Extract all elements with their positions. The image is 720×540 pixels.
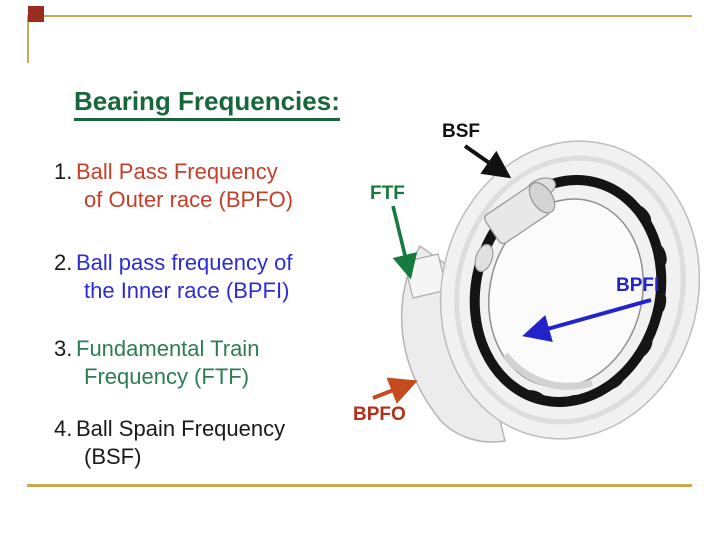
list-line: of Outer race (BPFO) (84, 187, 294, 212)
bpfo-arrow (372, 377, 418, 404)
corner-square-decor (28, 6, 44, 22)
list-number: 1. (54, 159, 73, 184)
top-rule (27, 15, 692, 17)
list-line: (BSF) (84, 444, 142, 469)
bsf-label: BSF (442, 121, 480, 142)
list-item-bsf: 4. Ball Spain Frequency (BSF) (54, 415, 285, 471)
bpfi-arrow (522, 298, 652, 343)
ftf-arrow (391, 205, 418, 280)
bearing-roller-cylinder (484, 181, 556, 245)
list-line: Frequency (FTF) (84, 364, 250, 389)
list-line: Ball pass frequency of (76, 250, 293, 275)
bpfo-label: BPFO (353, 404, 406, 425)
list-line: the Inner race (BPFI) (84, 278, 290, 303)
bsf-arrow (463, 144, 512, 179)
list-line: Ball Pass Frequency (76, 159, 278, 184)
list-number: 3. (54, 336, 73, 361)
list-item-bpfi: 2. Ball pass frequency of the Inner race… (54, 249, 292, 305)
bpfi-label: BPFI (616, 275, 660, 296)
ftf-label: FTF (370, 183, 405, 204)
bearing-main-ring (439, 140, 701, 440)
list-number: 4. (54, 416, 73, 441)
list-item-ftf: 3. Fundamental Train Frequency (FTF) (54, 335, 259, 391)
list-line: Ball Spain Frequency (76, 416, 286, 441)
list-item-bpfo: 1. Ball Pass Frequency of Outer race (BP… (54, 158, 293, 214)
list-number: 2. (54, 250, 73, 275)
bearing-rollers (474, 177, 556, 273)
left-rule (27, 15, 29, 63)
list-line: Fundamental Train (76, 336, 260, 361)
page-title: Bearing Frequencies: (74, 86, 340, 121)
bearing-cage-slots (524, 205, 667, 406)
bottom-rule (27, 484, 692, 487)
